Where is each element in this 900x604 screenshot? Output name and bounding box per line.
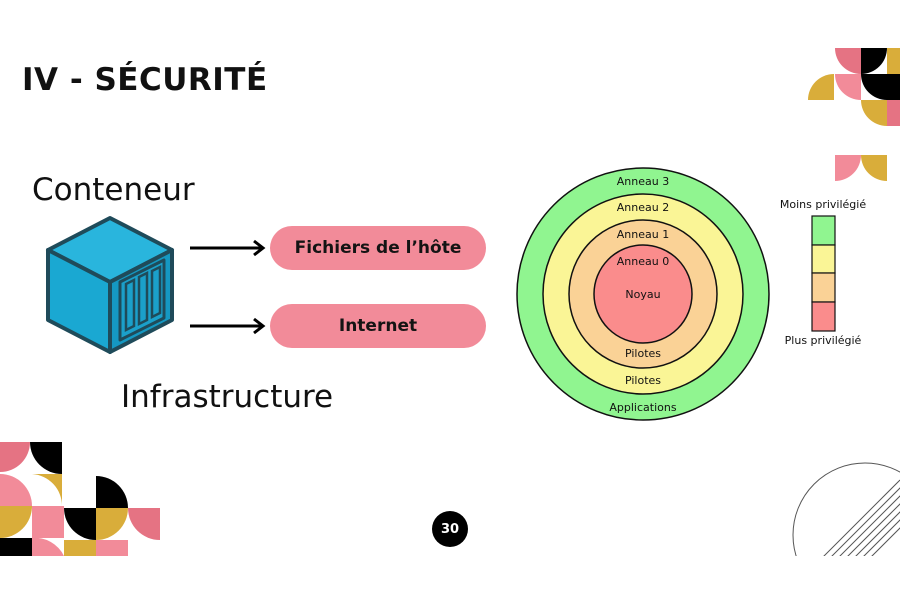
legend-top-label: Moins privilégié xyxy=(780,198,866,211)
ring-0 xyxy=(593,244,693,344)
legend-swatch-ring-2 xyxy=(811,244,836,274)
ring-0-label: Anneau 0 xyxy=(617,255,669,268)
container-cube-icon xyxy=(46,216,174,354)
decor-bottom-left xyxy=(0,442,160,556)
decor-circle-stripes xyxy=(780,462,900,604)
arrow-to-internet xyxy=(190,317,266,335)
drivers-inner-label: Pilotes xyxy=(625,347,661,360)
legend-swatch-ring-0 xyxy=(811,301,836,332)
infrastructure-label: Infrastructure xyxy=(121,379,334,415)
slide-title: IV - SÉCURITÉ xyxy=(22,62,268,98)
ring-1-label: Anneau 1 xyxy=(617,228,669,241)
ring-2-label: Anneau 2 xyxy=(617,201,669,214)
privilege-rings: Anneau 3 Anneau 2 Anneau 1 Anneau 0 Noya… xyxy=(516,167,770,421)
host-files-pill: Fichiers de l’hôte xyxy=(270,226,486,270)
ring-3-label: Anneau 3 xyxy=(617,175,669,188)
drivers-outer-label: Pilotes xyxy=(625,374,661,387)
legend-bottom-label: Plus privilégié xyxy=(785,334,862,347)
legend-swatch-ring-3 xyxy=(811,215,836,246)
legend-swatch-ring-1 xyxy=(811,272,836,303)
applications-label: Applications xyxy=(609,401,676,414)
arrow-to-host-files xyxy=(190,239,266,257)
internet-pill: Internet xyxy=(270,304,486,348)
container-label: Conteneur xyxy=(32,172,195,208)
privilege-legend: Moins privilégié Plus privilégié xyxy=(780,198,866,347)
decor-top-right xyxy=(808,48,900,181)
kernel-label: Noyau xyxy=(625,288,660,301)
page-number-badge: 30 xyxy=(432,511,468,547)
